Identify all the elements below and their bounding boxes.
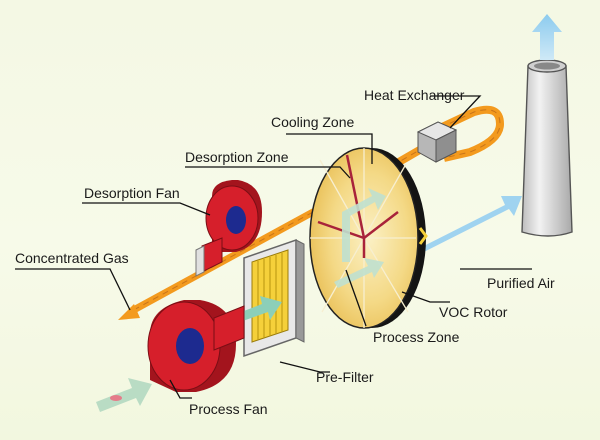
label-desorption-zone: Desorption Zone [185, 149, 289, 165]
exhaust-stack [521, 59, 573, 237]
label-cooling-zone: Cooling Zone [271, 114, 354, 130]
label-desorption-fan: Desorption Fan [84, 185, 180, 201]
exhaust-up-arrow [532, 14, 562, 60]
label-pre-filter: Pre-Filter [316, 369, 374, 385]
label-process-zone: Process Zone [373, 329, 460, 345]
process-flow-arrows [334, 188, 386, 288]
intake-arrow [96, 378, 152, 412]
label-purified-air: Purified Air [487, 275, 555, 291]
purified-air-flow [400, 196, 522, 262]
leader-lines [15, 95, 532, 399]
label-process-fan: Process Fan [189, 401, 268, 417]
desorption-fan [195, 180, 262, 277]
voc-rotor [309, 147, 428, 329]
heat-exchanger [416, 121, 458, 163]
process-fan [147, 300, 245, 392]
label-voc-rotor: VOC Rotor [439, 304, 508, 320]
process-inlet-arrow [236, 296, 282, 322]
rotation-arrow-icon [418, 227, 428, 245]
pre-filter [243, 238, 305, 358]
label-concentrated-gas: Concentrated Gas [15, 250, 129, 266]
label-heat-exchanger: Heat Exchanger [364, 87, 465, 103]
